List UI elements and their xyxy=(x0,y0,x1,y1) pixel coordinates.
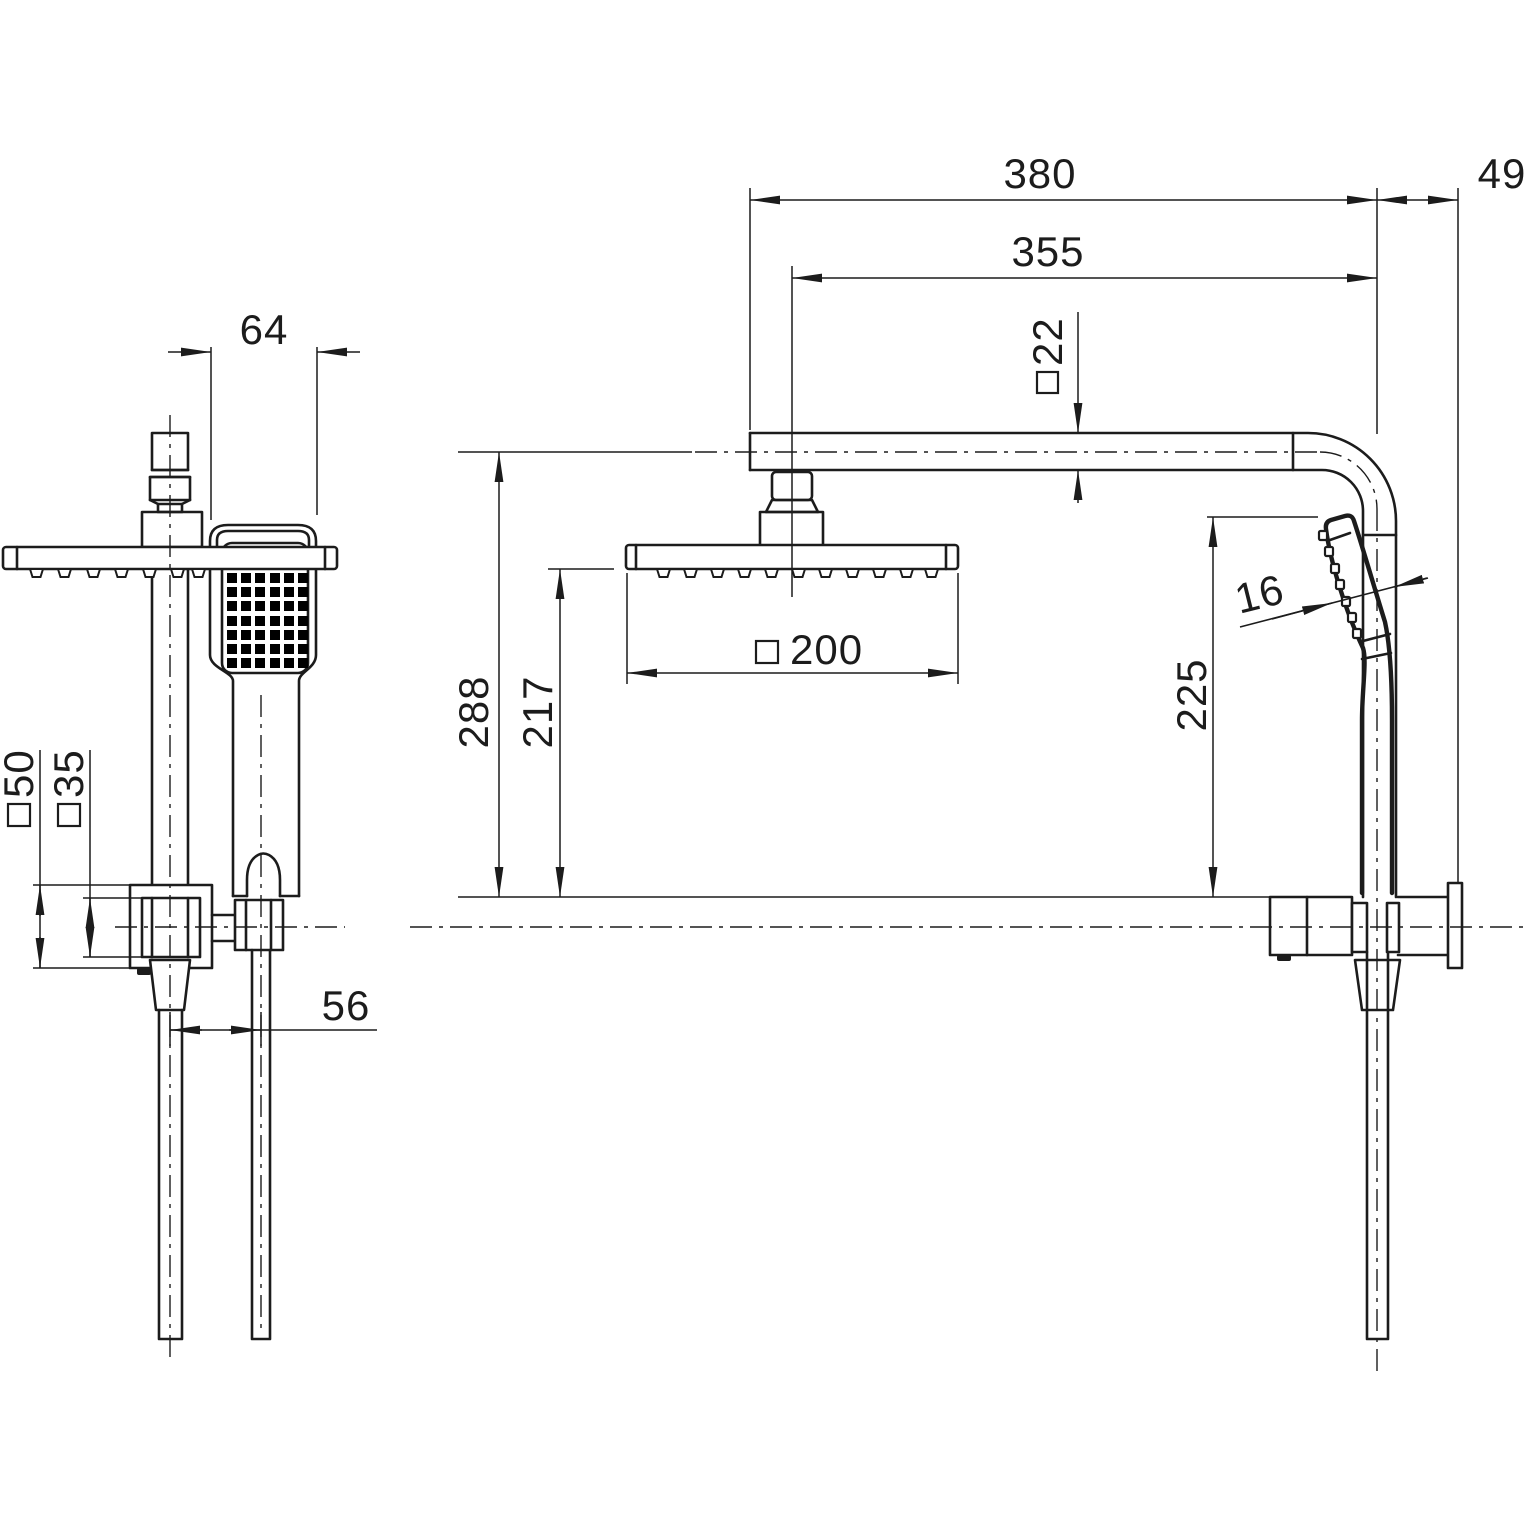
front-riser-pipe xyxy=(150,567,190,887)
dim-arm-total-label: 380 xyxy=(1003,150,1076,197)
dim-bracket-outer-label: 50 xyxy=(0,749,42,798)
dimension-lines xyxy=(33,188,1459,1046)
wall-flange xyxy=(1446,881,1464,970)
dim-height-head-face-label: 217 xyxy=(514,675,561,748)
front-arm-connector xyxy=(140,431,204,549)
dim-handle-section-label: 16 xyxy=(1230,565,1289,622)
centrelines xyxy=(115,415,1530,1373)
front-view xyxy=(1,431,339,1341)
side-shower-arm xyxy=(748,431,1398,899)
dim-wall-to-pipe-centre-label: 49 xyxy=(1478,150,1527,197)
dim-arm-to-head-centre-label: 355 xyxy=(1011,228,1084,275)
front-right-hose xyxy=(250,948,272,1341)
dim-height-arm-centre-label: 288 xyxy=(450,675,497,748)
front-hose-connector xyxy=(233,898,285,952)
dim-height-hand-shower-label: 225 xyxy=(1168,658,1215,731)
square-symbol-200 xyxy=(754,639,780,665)
hand-shower-spray-grid xyxy=(227,573,308,668)
side-view xyxy=(624,431,1464,1341)
dim-bracket-inner-label: 35 xyxy=(45,749,92,798)
front-hand-shower xyxy=(208,523,318,898)
side-hand-shower xyxy=(1317,513,1395,896)
dim-arm-section-label: 22 xyxy=(1024,317,1071,366)
dimension-labels: 380 355 49 22 64 200 288 217 225 16 50 3… xyxy=(0,150,1527,1029)
side-wall-bracket xyxy=(1268,895,1450,961)
dim-hose-centres-label: 56 xyxy=(322,982,371,1029)
square-symbol-35 xyxy=(56,802,82,828)
square-symbol-50 xyxy=(6,802,32,828)
dim-hand-shower-width-label: 64 xyxy=(240,306,289,353)
dim-head-square-label: 200 xyxy=(790,626,863,673)
hand-shower-nozzles-side xyxy=(1317,529,1363,640)
square-symbol-22 xyxy=(1035,370,1060,395)
